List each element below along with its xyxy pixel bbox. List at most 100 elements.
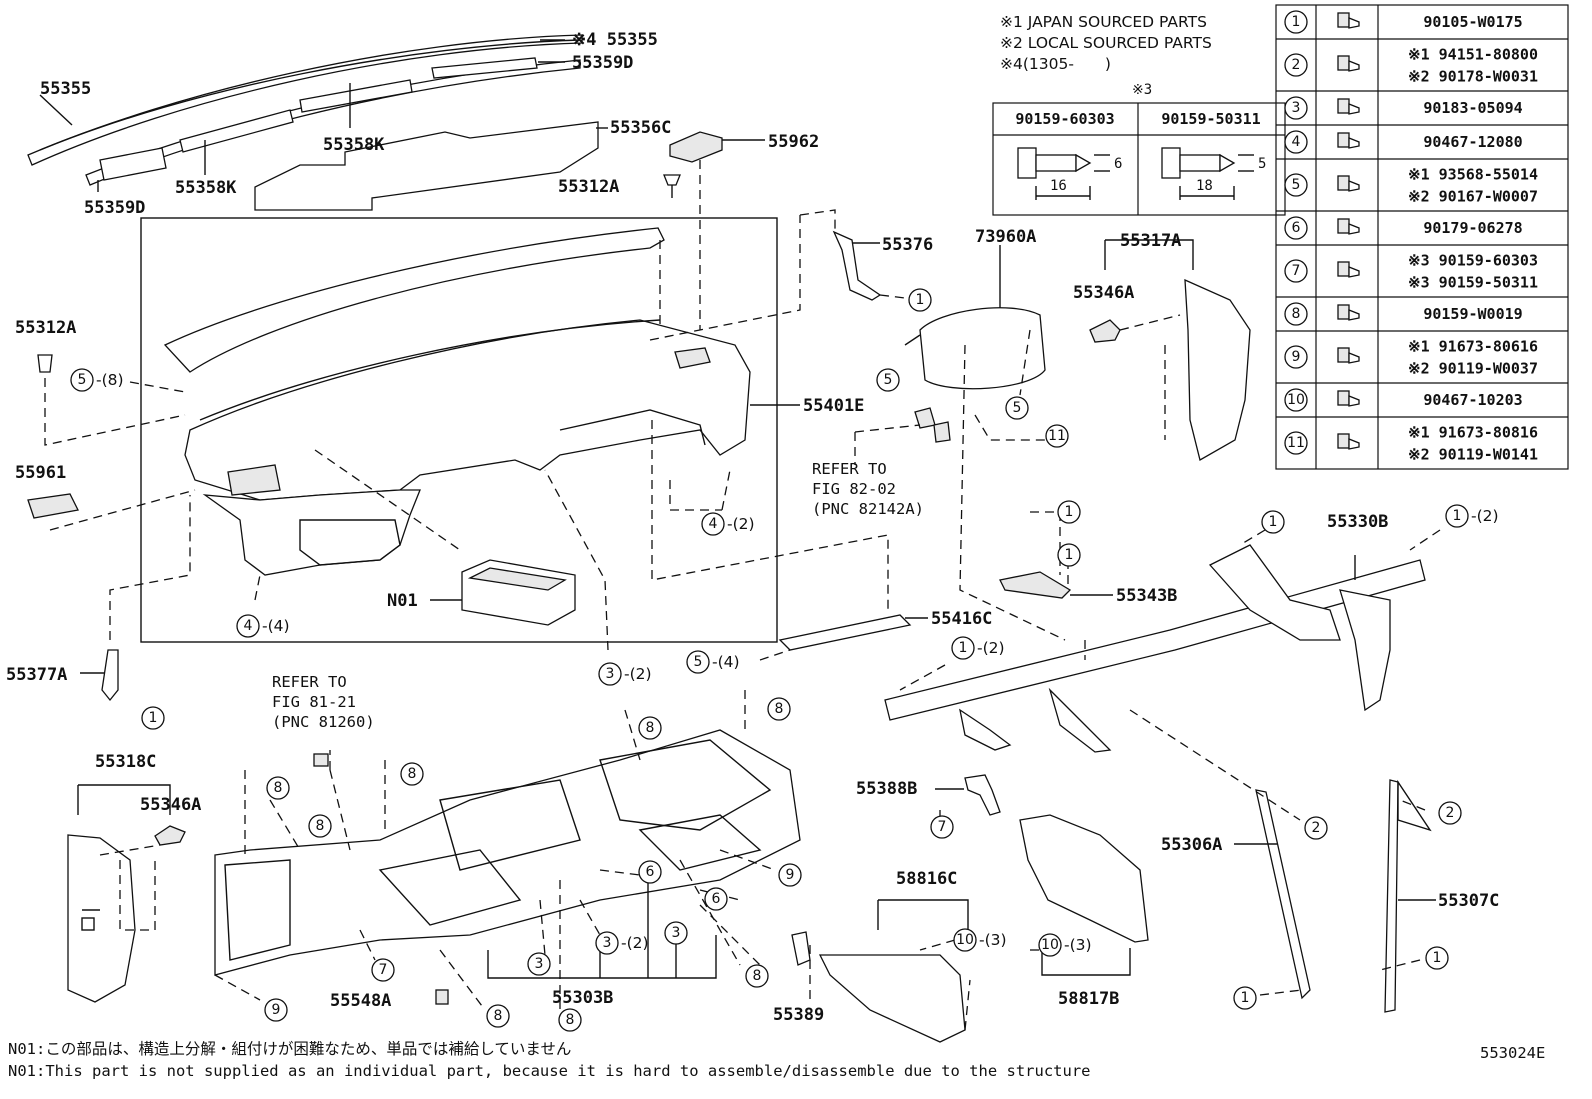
callout-1-circle — [951, 636, 975, 660]
callout-1-qty: -(2) — [977, 639, 1005, 657]
vent-55961-icon — [27, 493, 79, 519]
table-row-10-part-1: 90467-10203 — [1423, 391, 1522, 409]
side-cover-55318c-icon — [67, 784, 186, 1003]
table-row-2-part-2: ※2 90178-W0031 — [1408, 67, 1538, 85]
callout-5-circle — [686, 650, 710, 674]
callout-6-circle — [638, 860, 662, 884]
label-55377a: 55377A — [6, 665, 67, 685]
airbag-73960a-icon — [904, 245, 1046, 443]
callout-1-circle — [1425, 946, 1449, 970]
callout-5-number: 5 — [78, 372, 87, 388]
bolt2-height: 5 — [1258, 156, 1266, 172]
label-55330b: 55330B — [1327, 512, 1388, 532]
callout-5-number: 5 — [694, 654, 703, 670]
fastener-3-icon — [1337, 98, 1360, 115]
side-panel-55317a-icon — [1089, 239, 1251, 461]
label-55416c: 55416C — [931, 609, 992, 629]
callout-1-number: 1 — [1065, 547, 1074, 563]
callout-6-circle — [704, 887, 728, 911]
callout-1-number: 1 — [959, 640, 968, 656]
callout-2-number: 2 — [1312, 820, 1321, 836]
table-row-7-circle — [1284, 259, 1308, 283]
callout-8-circle — [558, 1008, 582, 1032]
label-55358k-a: 55358K — [323, 135, 385, 155]
callout-1-circle — [1057, 500, 1081, 524]
bolt1-height: 6 — [1114, 156, 1122, 172]
clip-55312a-icon — [663, 174, 681, 198]
callout-5-circle — [70, 368, 94, 392]
callout-8-number: 8 — [646, 720, 655, 736]
label-55548a: 55548A — [330, 991, 391, 1011]
callout-5-circle — [1005, 396, 1029, 420]
label-55389: 55389 — [773, 1005, 824, 1025]
callout-1-circle — [1233, 986, 1257, 1010]
fastener-1-icon — [1337, 12, 1360, 29]
callout-9-circle — [264, 998, 288, 1022]
table-row-4-part-1: 90467-12080 — [1423, 133, 1522, 151]
callout-6-number: 6 — [646, 864, 655, 880]
fastener-6-icon — [1337, 218, 1360, 235]
table-row-4-number: 4 — [1292, 134, 1301, 150]
callout-3-circle — [527, 952, 551, 976]
connector-icon — [313, 753, 329, 767]
callout-3-number: 3 — [606, 666, 615, 682]
panel-58817b-icon — [1019, 814, 1149, 976]
fastener-2-icon — [1337, 55, 1360, 72]
label-55356c: 55356C — [610, 118, 671, 138]
callout-2-number: 2 — [1446, 805, 1455, 821]
label-58816c: 58816C — [896, 869, 957, 889]
label-55303b: 55303B — [552, 988, 613, 1008]
callout-5-number: 5 — [1013, 400, 1022, 416]
callout-5-number: 5 — [884, 372, 893, 388]
part-n01-icon — [430, 559, 576, 626]
table-row-2-number: 2 — [1292, 57, 1301, 73]
table-row-11-circle — [1284, 431, 1308, 455]
table-row-6-circle — [1284, 216, 1308, 240]
label-55358k-b: 55358K — [175, 178, 237, 198]
callout-9-circle — [778, 863, 802, 887]
fastener-8-icon — [1337, 304, 1360, 321]
table-row-11-part-1: ※1 91673-80816 — [1408, 424, 1538, 442]
fastener-11-icon — [1337, 433, 1360, 450]
table-row-3-circle — [1284, 96, 1308, 120]
fastener-9-icon — [1337, 347, 1360, 364]
cross-member-55330b-icon — [778, 544, 1426, 753]
lower-panel-55303b-icon — [214, 729, 801, 976]
table-row-5-part-1: ※1 93568-55014 — [1408, 166, 1538, 184]
callout-8-number: 8 — [753, 968, 762, 984]
callout-8-number: 8 — [494, 1008, 503, 1024]
bolt1-length: 16 — [1050, 178, 1067, 194]
callout-3-qty: -(2) — [624, 665, 652, 683]
table-row-3-part-1: 90183-05094 — [1423, 99, 1522, 117]
callout-4-circle — [701, 512, 725, 536]
callout-4-qty: -(2) — [727, 515, 755, 533]
callout-11-circle — [1045, 424, 1069, 448]
callout-1-circle — [1445, 504, 1469, 528]
figure-id: 553024E — [1480, 1044, 1545, 1062]
bolt-dimension-box: ※3 90159-60303 90159-50311 16 6 — [992, 82, 1286, 216]
callout-1-circle — [1261, 510, 1285, 534]
bolt-box-header: ※3 — [1132, 82, 1152, 98]
callout-9-number: 9 — [272, 1002, 281, 1018]
top-trim-parts — [27, 34, 608, 211]
callout-8-circle — [486, 1004, 510, 1028]
callout-10-qty: -(3) — [979, 931, 1007, 949]
label-55312a-b: 55312A — [15, 318, 76, 338]
brace-55307c-icon — [1384, 779, 1436, 1013]
table-row-5-circle — [1284, 173, 1308, 197]
refer-fig-82-02-l1: REFER TO — [812, 460, 887, 478]
refer-fig-82-02-l2: FIG 82-02 — [812, 480, 896, 498]
callout-8-circle — [638, 716, 662, 740]
bolt2-length: 18 — [1196, 178, 1213, 194]
label-55962: 55962 — [768, 132, 819, 152]
callout-4-number: 4 — [244, 618, 253, 634]
callout-4-number: 4 — [709, 516, 718, 532]
callout-10-qty: -(3) — [1064, 936, 1092, 954]
panel-58816c-icon — [818, 899, 969, 1043]
refer-fig-81-21-l3: (PNC 81260) — [272, 713, 375, 731]
bolt-col2-label: 90159-50311 — [1161, 110, 1260, 128]
table-row-8-number: 8 — [1292, 306, 1301, 322]
label-55376: 55376 — [882, 235, 933, 255]
instrument-panel-frame — [140, 217, 778, 643]
